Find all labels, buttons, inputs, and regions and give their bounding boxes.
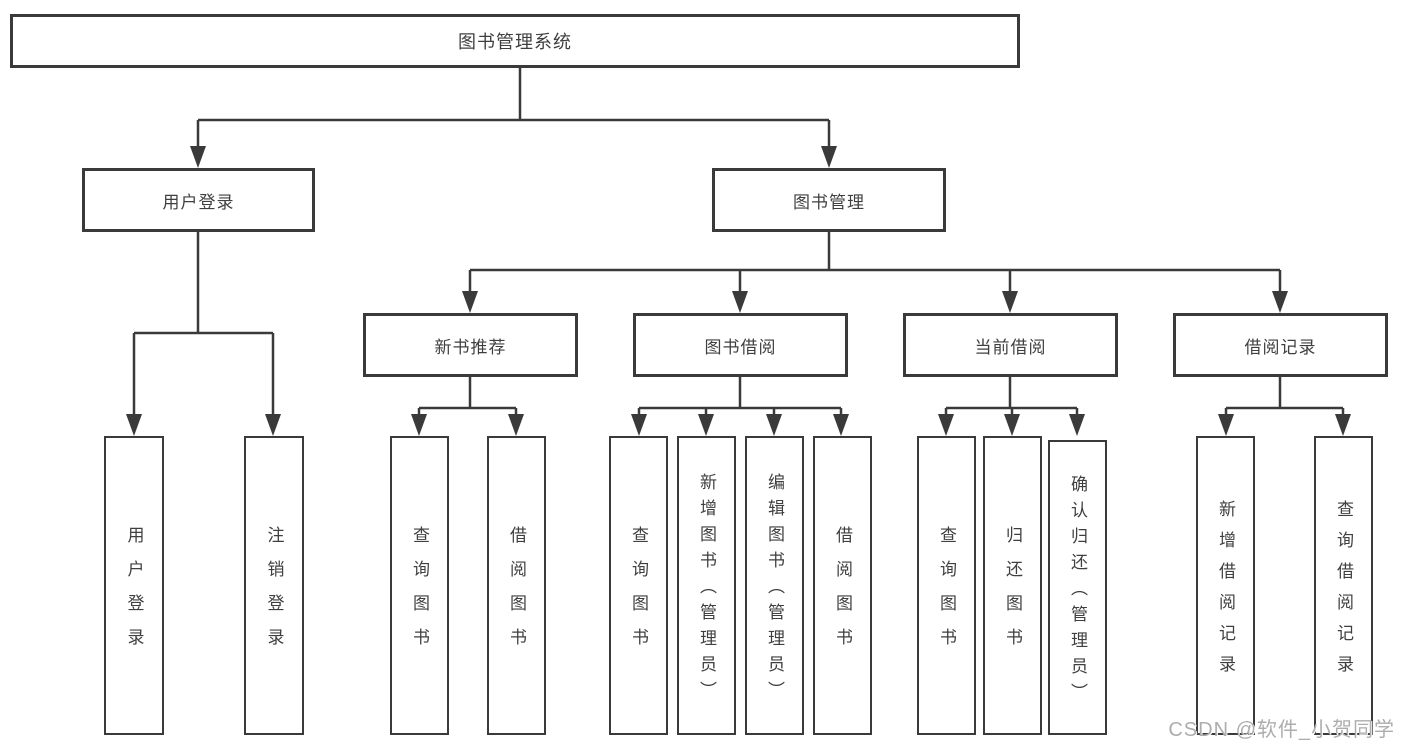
node-leaf-confirm-return-admin-label: 确认归还（管理员）	[1068, 475, 1087, 709]
node-leaf-user-login: 用户登录	[104, 436, 164, 735]
node-new-book-recommend: 新书推荐	[363, 313, 578, 377]
node-leaf-query-books-3-label: 查询图书	[937, 526, 956, 662]
node-leaf-query-books-2: 查询图书	[609, 436, 668, 735]
node-leaf-add-borrow-record-label: 新增借阅记录	[1216, 499, 1235, 686]
node-leaf-return-books: 归还图书	[983, 436, 1042, 735]
connector-user-login-children	[126, 232, 281, 436]
node-user-login: 用户登录	[82, 168, 315, 232]
node-leaf-user-login-label: 用户登录	[124, 526, 144, 662]
node-borrow-records: 借阅记录	[1173, 313, 1388, 377]
node-leaf-logout: 注销登录	[244, 436, 304, 735]
node-leaf-confirm-return-admin: 确认归还（管理员）	[1048, 440, 1107, 735]
node-root: 图书管理系统	[10, 14, 1020, 68]
node-leaf-query-books-1-label: 查询图书	[410, 526, 429, 662]
node-leaf-return-books-label: 归还图书	[1003, 526, 1022, 662]
connector-book-borrow-children	[631, 377, 849, 436]
node-leaf-logout-label: 注销登录	[264, 526, 284, 662]
node-leaf-add-books-admin-label: 新增图书（管理员）	[697, 473, 716, 707]
node-leaf-query-borrow-record: 查询借阅记录	[1314, 436, 1373, 735]
node-leaf-borrow-books-2: 借阅图书	[813, 436, 872, 735]
node-leaf-edit-books-admin: 编辑图书（管理员）	[745, 436, 804, 735]
node-leaf-edit-books-admin-label: 编辑图书（管理员）	[765, 473, 784, 707]
node-current-borrow: 当前借阅	[903, 313, 1118, 377]
node-leaf-borrow-books-1: 借阅图书	[487, 436, 546, 735]
watermark: CSDN @软件_小贺同学	[1168, 719, 1395, 741]
connector-current-borrow-children	[938, 377, 1085, 436]
node-leaf-query-books-1: 查询图书	[390, 436, 449, 735]
node-leaf-query-borrow-record-label: 查询借阅记录	[1334, 499, 1353, 686]
connector-book-mgmt-children	[462, 232, 1288, 313]
node-leaf-query-books-2-label: 查询图书	[629, 526, 648, 662]
node-leaf-borrow-books-1-label: 借阅图书	[507, 526, 526, 662]
node-book-management: 图书管理	[712, 168, 946, 232]
node-leaf-borrow-books-2-label: 借阅图书	[833, 526, 852, 662]
connector-root-to-level2	[190, 68, 837, 168]
node-book-borrow: 图书借阅	[633, 313, 848, 377]
node-leaf-add-borrow-record: 新增借阅记录	[1196, 436, 1255, 735]
node-leaf-query-books-3: 查询图书	[917, 436, 976, 735]
node-leaf-add-books-admin: 新增图书（管理员）	[677, 436, 736, 735]
connector-borrow-records-children	[1218, 377, 1351, 436]
connector-new-books-children	[411, 377, 524, 436]
